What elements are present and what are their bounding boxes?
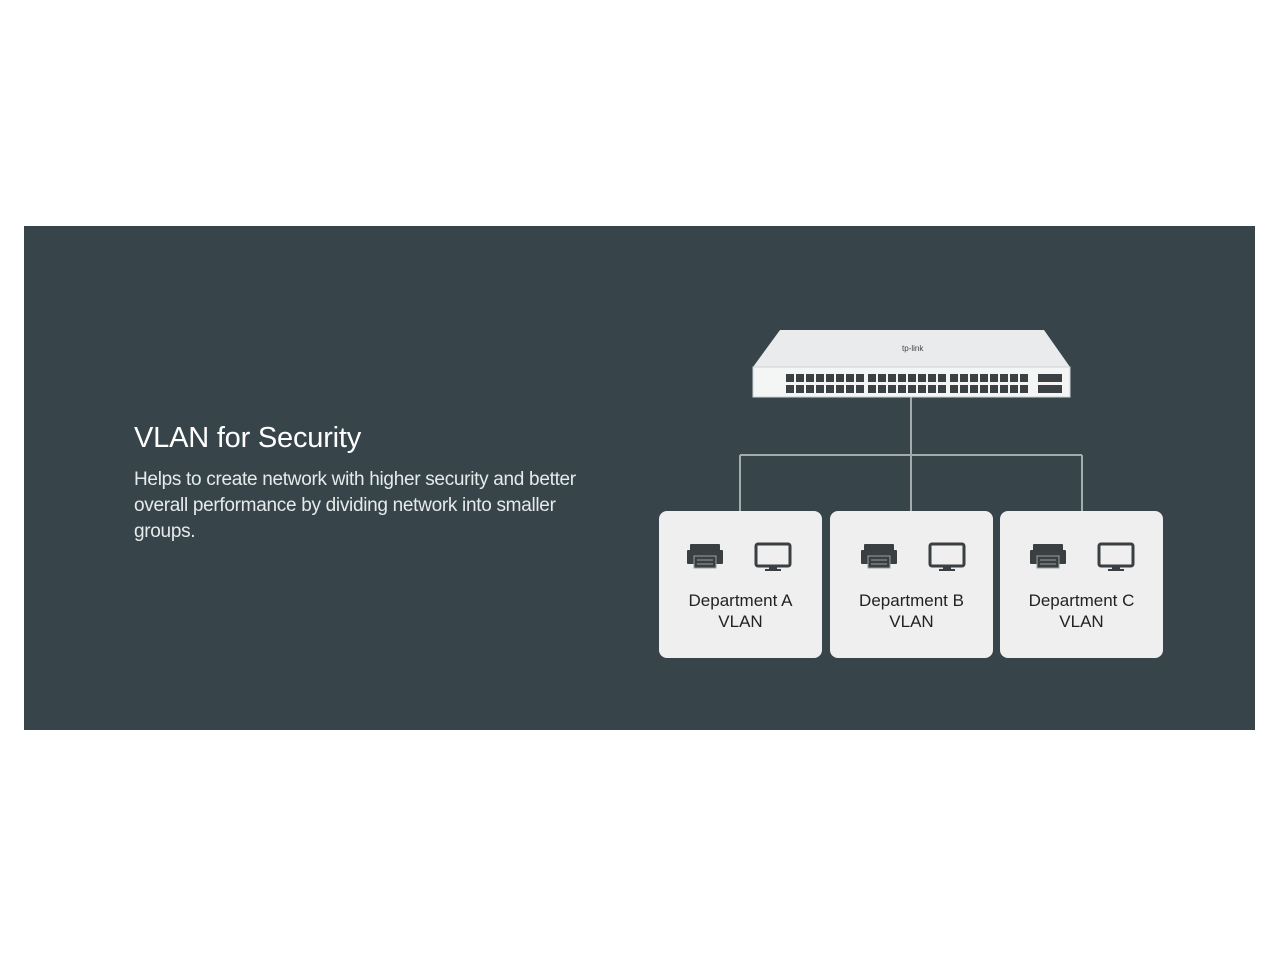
- monitor-icon: [754, 542, 792, 571]
- switch-port: [796, 374, 804, 382]
- department-name: Department B: [859, 591, 964, 610]
- switch-port: [898, 374, 906, 382]
- feature-title: VLAN for Security: [134, 422, 362, 454]
- vlan-feature-panel: VLAN for Security Helps to create networ…: [24, 226, 1255, 730]
- switch-port: [868, 374, 876, 382]
- brand-logo: tp-link: [902, 344, 924, 353]
- switch-port: [918, 374, 926, 382]
- switch-port: [1020, 374, 1028, 382]
- switch-port: [970, 374, 978, 382]
- switch-port: [938, 374, 946, 382]
- switch-port: [816, 385, 824, 393]
- switch-port: [878, 385, 886, 393]
- switch-port: [786, 374, 794, 382]
- switch-port: [856, 374, 864, 382]
- switch-port: [1000, 385, 1008, 393]
- switch-port: [1000, 374, 1008, 382]
- switch-port: [970, 385, 978, 393]
- switch-port: [928, 385, 936, 393]
- department-c-vlan-card: Department C VLAN: [1000, 511, 1163, 658]
- printer-icon: [1030, 544, 1066, 569]
- switch-port: [1020, 385, 1028, 393]
- switch-port: [908, 385, 916, 393]
- switch-port: [1010, 385, 1018, 393]
- switch-port: [816, 374, 824, 382]
- switch-port: [918, 385, 926, 393]
- switch-port: [990, 374, 998, 382]
- vlan-label: VLAN: [718, 612, 763, 631]
- switch-port: [888, 374, 896, 382]
- vlan-label: VLAN: [1059, 612, 1104, 631]
- switch-port: [928, 374, 936, 382]
- switch-port: [846, 385, 854, 393]
- switch-port: [1010, 374, 1018, 382]
- switch-port: [938, 385, 946, 393]
- switch-port: [796, 385, 804, 393]
- switch-port: [950, 374, 958, 382]
- switch-port: [898, 385, 906, 393]
- switch-port: [836, 385, 844, 393]
- switch-port: [786, 385, 794, 393]
- switch-port: [980, 374, 988, 382]
- department-a-vlan-card: Department A VLAN: [659, 511, 822, 658]
- switch-port: [960, 385, 968, 393]
- switch-port: [826, 374, 834, 382]
- connector-lines: [739, 396, 1083, 511]
- switch-port: [836, 374, 844, 382]
- switch-port: [846, 374, 854, 382]
- monitor-icon: [928, 542, 966, 571]
- switch-port: [868, 385, 876, 393]
- switch-port: [806, 374, 814, 382]
- vlan-label: VLAN: [889, 612, 934, 631]
- switch-port: [950, 385, 958, 393]
- printer-icon: [861, 544, 897, 569]
- department-name: Department A: [688, 591, 793, 610]
- switch-port: [908, 374, 916, 382]
- printer-icon: [687, 544, 723, 569]
- switch-port: [806, 385, 814, 393]
- switch-port: [888, 385, 896, 393]
- switch-port: [856, 385, 864, 393]
- feature-description: Helps to create network with higher secu…: [134, 469, 576, 542]
- switch-port: [826, 385, 834, 393]
- department-b-vlan-card: Department B VLAN: [830, 511, 993, 658]
- switch-port: [960, 374, 968, 382]
- network-switch: tp-link: [752, 330, 1071, 398]
- switch-port: [990, 385, 998, 393]
- department-name: Department C: [1028, 591, 1135, 610]
- switch-port: [980, 385, 988, 393]
- monitor-icon: [1097, 542, 1135, 571]
- switch-port: [878, 374, 886, 382]
